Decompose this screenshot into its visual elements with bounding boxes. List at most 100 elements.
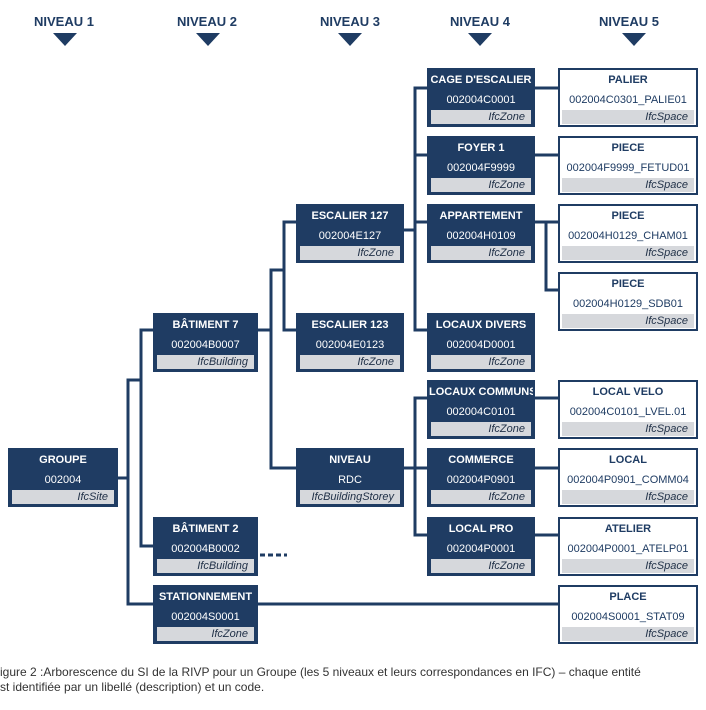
node-ifc-type: IfcBuildingStorey — [300, 490, 400, 504]
node-name: LOCAL VELO — [592, 386, 664, 398]
node-ifc-type: IfcZone — [157, 627, 254, 641]
node-name: NIVEAU — [329, 454, 371, 466]
node-escalier-123: ESCALIER 123 002004E0123 IfcZone — [296, 313, 404, 372]
node-piece-sdb: PIECE 002004H0129_SDB01 IfcSpace — [558, 272, 698, 331]
node-ifc-type: IfcZone — [431, 246, 531, 260]
node-name: BÂTIMENT 7 — [172, 319, 239, 331]
node-name: PIECE — [611, 142, 645, 154]
figure-caption: igure 2 :Arborescence du SI de la RIVP p… — [0, 665, 641, 694]
tree-connectors — [118, 86, 558, 606]
node-ifc-type: IfcSpace — [562, 559, 694, 573]
node-code: 002004E0123 — [315, 339, 385, 351]
node-code: 002004F9999_FETUD01 — [566, 162, 690, 174]
node-code: 002004B0002 — [171, 543, 240, 555]
node-code: 002004P0001 — [446, 543, 516, 555]
node-name: PIECE — [611, 278, 645, 290]
node-name: COMMERCE — [448, 454, 514, 466]
node-locaux-divers: LOCAUX DIVERS 002004D0001 IfcZone — [427, 313, 535, 372]
node-name: ATELIER — [604, 523, 652, 535]
node-ifc-type: IfcBuilding — [157, 559, 254, 573]
node-ifc-type: IfcSpace — [562, 178, 694, 192]
node-palier: PALIER 002004C0301_PALIE01 IfcSpace — [558, 68, 698, 127]
node-ifc-type: IfcZone — [431, 178, 531, 192]
node-code: 002004P0901_COMM04 — [567, 474, 689, 486]
node-ifc-type: IfcZone — [431, 490, 531, 504]
node-ifc-type: IfcZone — [431, 110, 531, 124]
node-code: 002004S0001_STAT09 — [571, 611, 685, 623]
node-ifc-type: IfcSpace — [562, 422, 694, 436]
node-ifc-type: IfcSpace — [562, 627, 694, 641]
node-name: FOYER 1 — [457, 142, 505, 154]
node-code: 002004C0001 — [446, 94, 516, 106]
node-name: APPARTEMENT — [439, 210, 523, 222]
level-5-header: NIVEAU 5 — [599, 14, 659, 29]
node-ifc-type: IfcSpace — [562, 490, 694, 504]
node-ifc-type: IfcSpace — [562, 314, 694, 328]
level-4-arrow-icon — [468, 33, 492, 46]
level-1-header: NIVEAU 1 — [34, 14, 94, 29]
node-code: 002004B0007 — [171, 339, 240, 351]
node-ifc-type: IfcSpace — [562, 110, 694, 124]
level-2-header: NIVEAU 2 — [177, 14, 237, 29]
node-name: ESCALIER 127 — [311, 210, 389, 222]
node-ifc-type: IfcZone — [300, 355, 400, 369]
level-3-arrow-icon — [338, 33, 362, 46]
node-local: LOCAL 002004P0901_COMM04 IfcSpace — [558, 448, 698, 507]
node-ifc-type: IfcBuilding — [157, 355, 254, 369]
node-commerce: COMMERCE 002004P0901 IfcZone — [427, 448, 535, 507]
node-place: PLACE 002004S0001_STAT09 IfcSpace — [558, 585, 698, 644]
node-appartement: APPARTEMENT 002004H0109 IfcZone — [427, 204, 535, 263]
node-name: PLACE — [609, 591, 647, 603]
node-local-velo: LOCAL VELO 002004C0101_LVEL.01 IfcSpace — [558, 380, 698, 439]
node-ifc-type: IfcSite — [12, 490, 114, 504]
node-code: 002004F9999 — [447, 162, 515, 174]
node-name: STATIONNEMENT — [158, 591, 253, 603]
node-code: 002004H0109 — [446, 230, 516, 242]
level-2-arrow-icon — [196, 33, 220, 46]
node-name: LOCAL — [609, 454, 647, 466]
node-code: 002004P0001_ATELP01 — [567, 543, 689, 555]
node-code: 002004S0001 — [171, 611, 240, 623]
node-code: 002004 — [44, 474, 82, 486]
node-escalier-127: ESCALIER 127 002004E127 IfcZone — [296, 204, 404, 263]
node-niveau-rdc: NIVEAU RDC IfcBuildingStorey — [296, 448, 404, 507]
node-piece-fetud: PIECE 002004F9999_FETUD01 IfcSpace — [558, 136, 698, 195]
node-name: ESCALIER 123 — [311, 319, 389, 331]
node-code: 002004C0101_LVEL.01 — [569, 406, 687, 418]
node-local-pro: LOCAL PRO 002004P0001 IfcZone — [427, 517, 535, 576]
node-batiment-2: BÂTIMENT 2 002004B0002 IfcBuilding — [153, 517, 258, 576]
node-name: PIECE — [611, 210, 645, 222]
node-foyer-1: FOYER 1 002004F9999 IfcZone — [427, 136, 535, 195]
node-batiment-7: BÂTIMENT 7 002004B0007 IfcBuilding — [153, 313, 258, 372]
node-name: LOCAUX DIVERS — [435, 319, 527, 331]
node-code: 002004D0001 — [446, 339, 516, 351]
node-name: BÂTIMENT 2 — [172, 523, 239, 535]
level-1-arrow-icon — [53, 33, 77, 46]
node-ifc-type: IfcZone — [300, 246, 400, 260]
node-code: 002004H0129_SDB01 — [572, 298, 684, 310]
level-3-header: NIVEAU 3 — [320, 14, 380, 29]
node-name: PALIER — [608, 74, 648, 86]
node-code: 002004E127 — [318, 230, 382, 242]
node-atelier: ATELIER 002004P0001_ATELP01 IfcSpace — [558, 517, 698, 576]
node-code: 002004C0101 — [446, 406, 516, 418]
node-name: CAGE D'ESCALIER — [430, 74, 532, 86]
node-ifc-type: IfcSpace — [562, 246, 694, 260]
node-code: RDC — [338, 474, 362, 486]
node-code: 002004C0301_PALIE01 — [569, 94, 687, 106]
level-5-arrow-icon — [622, 33, 646, 46]
node-name: GROUPE — [39, 454, 87, 466]
node-ifc-type: IfcZone — [431, 559, 531, 573]
node-code: 002004H0129_CHAM01 — [568, 230, 688, 242]
node-ifc-type: IfcZone — [431, 355, 531, 369]
node-stationnement: STATIONNEMENT 002004S0001 IfcZone — [153, 585, 258, 644]
node-cage-escalier: CAGE D'ESCALIER 002004C0001 IfcZone — [427, 68, 535, 127]
node-code: 002004P0901 — [446, 474, 516, 486]
node-groupe: GROUPE 002004 IfcSite — [8, 448, 118, 507]
node-name: LOCAL PRO — [448, 523, 514, 535]
level-4-header: NIVEAU 4 — [450, 14, 510, 29]
node-piece-cham: PIECE 002004H0129_CHAM01 IfcSpace — [558, 204, 698, 263]
node-ifc-type: IfcZone — [431, 422, 531, 436]
node-name: LOCAUX COMMUNS — [429, 386, 535, 398]
node-locaux-communs: LOCAUX COMMUNS 002004C0101 IfcZone — [427, 380, 535, 439]
